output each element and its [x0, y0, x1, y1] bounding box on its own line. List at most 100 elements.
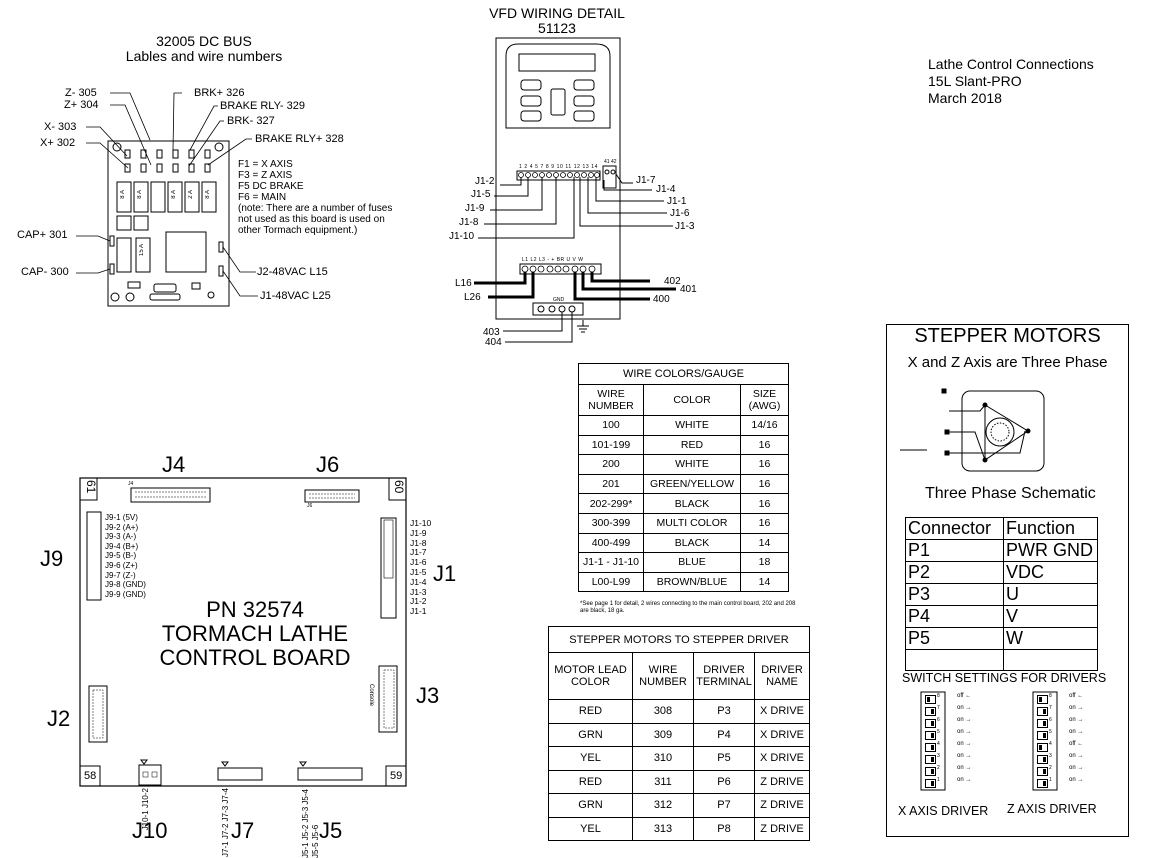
board-pn: PN 32574 [206, 597, 304, 622]
fuse-rating: 8 A [171, 190, 177, 199]
dip-switch-toggle [1037, 707, 1048, 716]
cell: 18 [740, 552, 789, 573]
dip-switch-toggle [1037, 755, 1048, 764]
label-brake-rly-plus: BRAKE RLY+ 328 [255, 133, 344, 145]
board-part-title: PN 32574 TORMACH LATHE CONTROL BOARD [140, 598, 370, 670]
j9-pin: J9-9 (GND) [105, 589, 146, 599]
wire-table-header: SIZE (AWG) [740, 384, 789, 416]
dip-switch-state: on → [957, 717, 972, 723]
cell: 200 [578, 454, 644, 475]
fuse-rating: 15 A [139, 244, 145, 257]
cell: P5 [905, 627, 1004, 650]
dip-switch-x [920, 691, 946, 791]
corner-59: 59 [390, 770, 403, 782]
vfd-label-j1-2: J1-2 [475, 176, 495, 187]
corner-61: 61 [84, 480, 98, 494]
wire-colors-table: WIRE COLORS/GAUGE WIRE NUMBER COLOR SIZE… [578, 363, 789, 593]
vfd-label-j1-1: J1-1 [667, 196, 687, 207]
cell: GREEN/YELLOW [643, 473, 741, 495]
vfd-label-j1-8: J1-8 [459, 217, 479, 228]
cell: U [1003, 583, 1098, 606]
vfd-label-404: 404 [485, 337, 502, 348]
dip-switch-knob [931, 781, 934, 786]
dip-switch-state: off ← [957, 693, 972, 699]
vfd-title: VFD WIRING DETAIL 51123 [466, 6, 648, 36]
cell: RED [643, 434, 741, 456]
dip-switch-knob [931, 721, 934, 726]
vfd-label-j1-4: J1-4 [656, 184, 676, 195]
j5-pin: J5-5 [311, 842, 320, 858]
board-name-line1: TORMACH LATHE [161, 621, 349, 646]
dip-switch-state: on → [1069, 765, 1084, 771]
dip-switch-number: 1 [937, 777, 940, 783]
conn-header: Connector [905, 517, 1004, 540]
cell: BLUE [643, 552, 741, 573]
j1-pin: J1-5 [410, 566, 427, 577]
dip-switch-state: on → [957, 729, 972, 735]
fuse-notes: F1 = X AXIS F3 = Z AXIS F5 DC BRAKE F6 =… [238, 159, 398, 236]
connector-j9-label: J9 [40, 546, 64, 571]
j5-pin: J5-6 [311, 824, 320, 841]
fuse-rating: 8 A [205, 190, 211, 199]
dip-switch-number: 2 [1049, 765, 1052, 771]
dip-switch-number: 1 [1049, 777, 1052, 783]
vfd-label-400: 400 [653, 294, 670, 305]
cell: P4 [905, 605, 1004, 628]
cell: P8 [693, 816, 755, 841]
dip-switch-state: on → [1069, 705, 1084, 711]
board-name-line2: CONTROL BOARD [159, 645, 351, 670]
wire-table-header: WIRE NUMBER [578, 384, 644, 416]
label-cap-plus: CAP+ 301 [17, 229, 68, 241]
cell: 14 [740, 532, 789, 554]
cell: X DRIVE [754, 746, 810, 771]
stepper-panel-subtitle: X and Z Axis are Three Phase [907, 354, 1108, 371]
dip-switch-state: on → [957, 777, 972, 783]
cell: 101-199 [578, 434, 644, 456]
cell: P5 [693, 746, 755, 771]
dip-switch-toggle [1037, 767, 1048, 776]
fuse-note: F1 = X AXIS [238, 159, 293, 170]
label-j1-48vac: J1-48VAC L25 [260, 290, 331, 302]
vfd-label-j1-7: J1-7 [636, 175, 656, 186]
z-axis-driver-label: Z AXIS DRIVER [1007, 802, 1097, 816]
cell: BLACK [643, 493, 741, 514]
dip-switch-state: on → [957, 741, 972, 747]
j1-pin-list: J1-10 J1-9 J1-8 J1-7 J1-6 J1-5 J1-4 J1-3… [410, 518, 431, 617]
cell: W [1003, 627, 1098, 650]
dip-switch-number: 4 [1049, 741, 1052, 747]
label-brk-minus: BRK- 327 [227, 115, 275, 127]
j9-pin: J9-1 (5V) [105, 513, 138, 522]
j4-silkscreen: J4 [128, 481, 134, 487]
cell: 309 [632, 722, 694, 747]
cell: 16 [740, 434, 789, 456]
dip-switch-toggle [925, 695, 936, 704]
switch-settings-title: SWITCH SETTINGS FOR DRIVERS [902, 671, 1107, 685]
dip-switch-state: off ← [1069, 741, 1084, 747]
cell: 311 [632, 769, 694, 794]
label-z-minus: Z- 305 [65, 87, 97, 99]
label-cap-minus: CAP- 300 [21, 266, 69, 278]
connector-j7-label: J7 [231, 818, 255, 843]
j9-pin: J9-4 (B+) [105, 541, 139, 551]
j7-pin: J7-1 [221, 841, 230, 857]
cell: J1-1 - J1-10 [578, 552, 644, 573]
fuse-note: F5 DC BRAKE [238, 181, 304, 192]
fuse-note: F6 = MAIN [238, 192, 287, 203]
header-line2: 15L Slant-PRO [928, 73, 1022, 89]
schematic-caption: Three Phase Schematic [925, 485, 1096, 502]
dip-switch-knob [931, 769, 934, 774]
cell: P3 [693, 699, 755, 724]
stepper-table-header: DRIVER NAME [754, 652, 810, 700]
vfd-label-l26: L26 [464, 292, 481, 303]
